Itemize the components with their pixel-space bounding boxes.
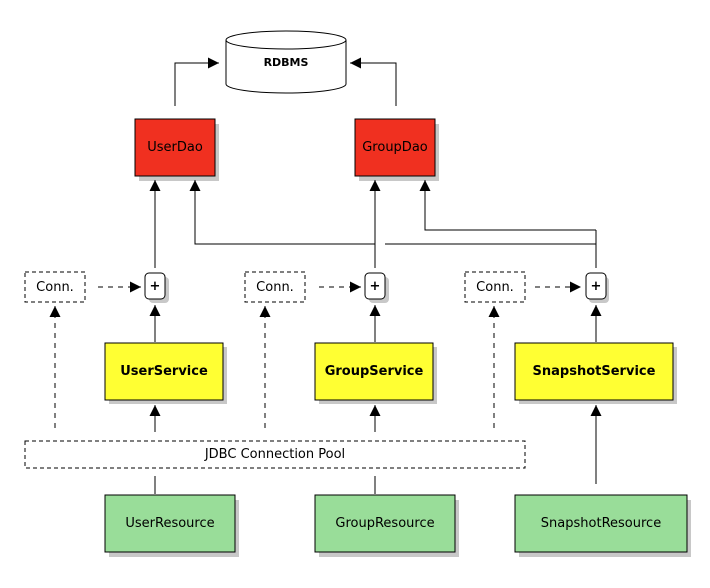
- user-resource-box: [104, 494, 236, 553]
- combine-node-2: [364, 272, 386, 300]
- snapshot-service-box: [514, 342, 674, 401]
- user-dao-box: [134, 118, 216, 177]
- conn-box-3: [464, 271, 526, 303]
- combine-node-1: [144, 272, 166, 300]
- combine-node-3: [585, 272, 607, 300]
- group-service-box: [314, 342, 434, 401]
- group-resource-box: [314, 494, 456, 553]
- shadows: [109, 124, 691, 557]
- user-service-box: [104, 342, 224, 401]
- conn-box-2: [244, 271, 306, 303]
- group-dao-box: [354, 118, 436, 177]
- conn-box-1: [24, 271, 86, 303]
- connection-pool-box: [24, 440, 526, 469]
- snapshot-resource-box: [514, 494, 688, 553]
- rdbms-cylinder: [225, 30, 347, 94]
- edges: [149, 57, 602, 494]
- dashed-edges: [49, 281, 581, 428]
